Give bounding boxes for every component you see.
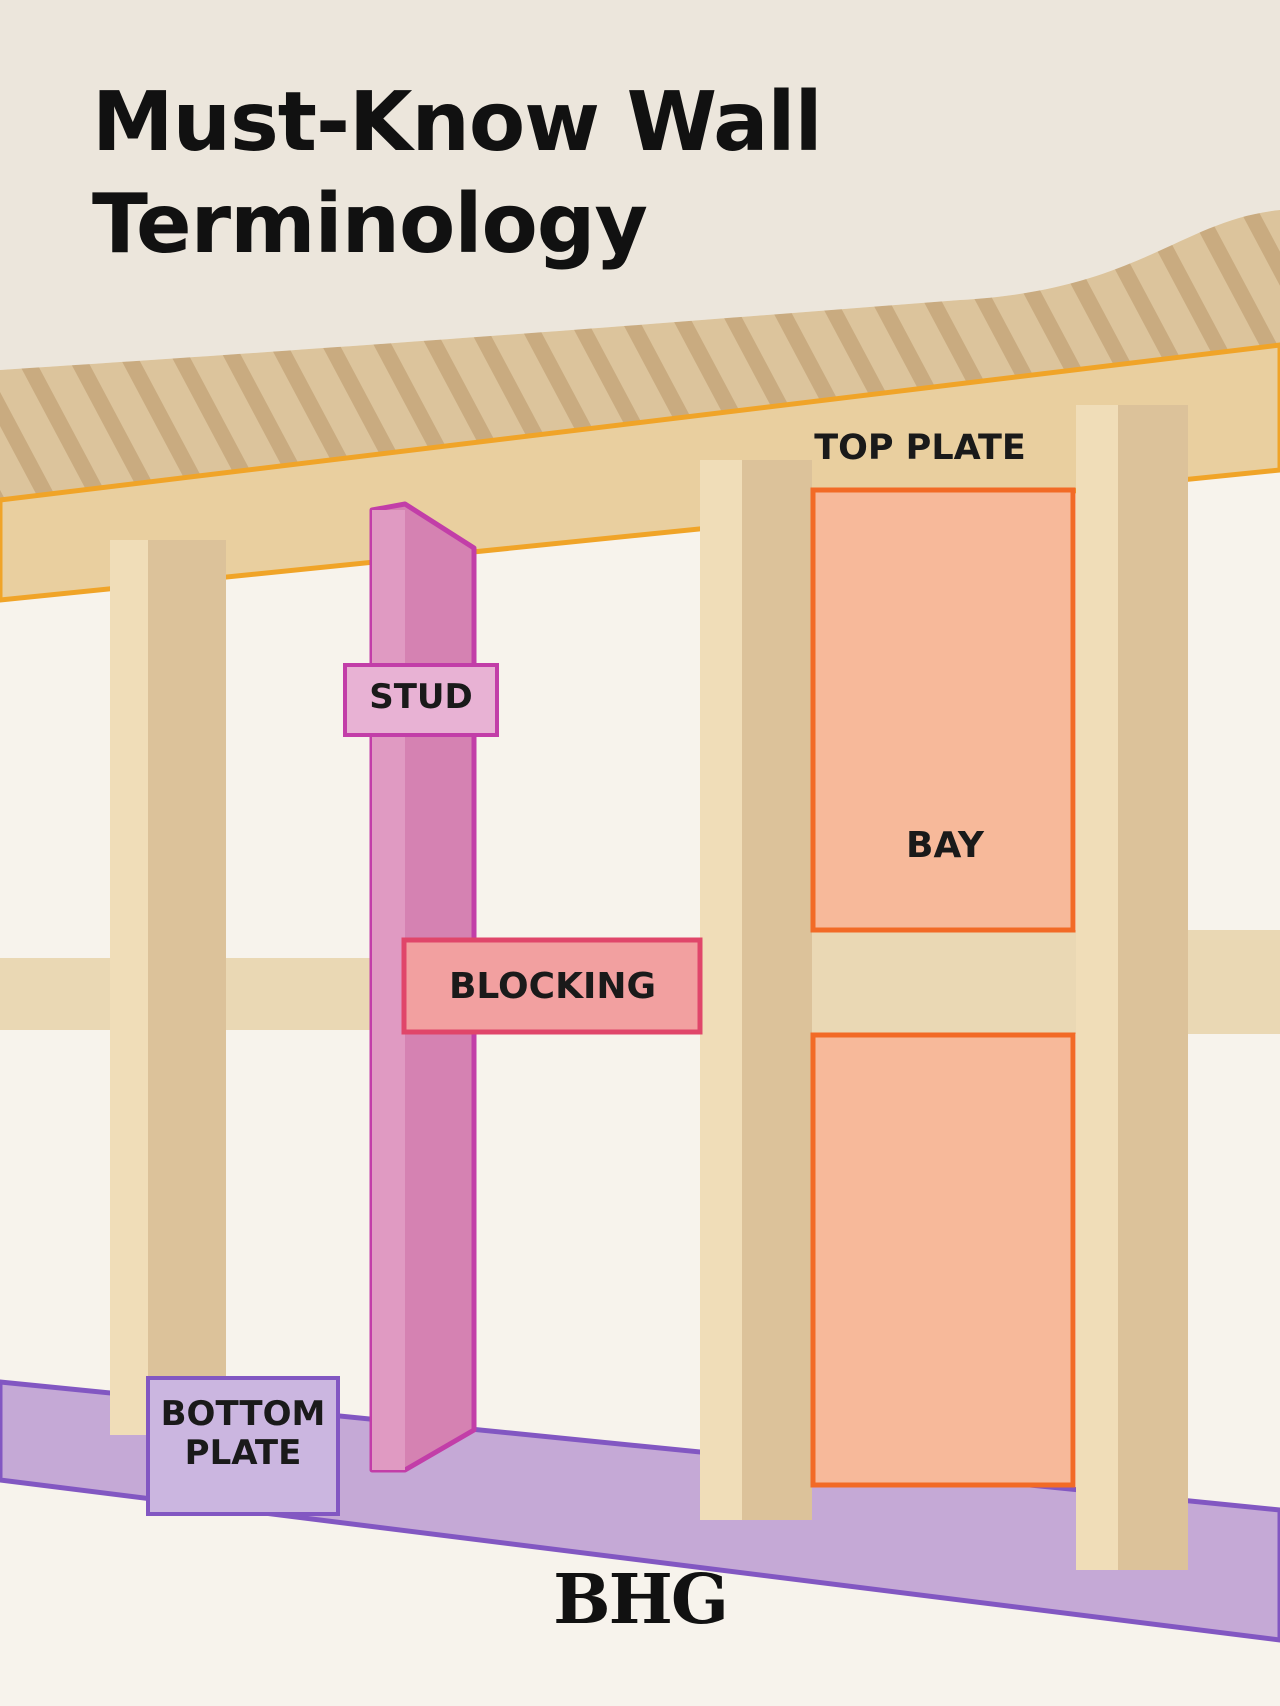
blocking-board-right — [748, 930, 1280, 1034]
bay-label: BAY — [870, 825, 1020, 866]
stud-1 — [110, 540, 226, 1435]
page-title: Must-Know Wall Terminology — [92, 72, 822, 276]
bay-lower — [813, 1035, 1073, 1485]
blocking-label: BLOCKING — [420, 966, 685, 1007]
bottom-plate-label-line-1: BOTTOM — [161, 1394, 326, 1434]
top-plate-label: TOP PLATE — [800, 428, 1040, 468]
stud-3 — [700, 460, 812, 1520]
title-line-2: Terminology — [92, 177, 647, 272]
stud-4 — [1076, 405, 1188, 1570]
brand-logo: BHG — [520, 1560, 760, 1640]
stud-label: STUD — [345, 678, 497, 717]
bottom-plate-label-line-2: PLATE — [185, 1433, 302, 1473]
bottom-plate-label: BOTTOM PLATE — [148, 1395, 338, 1473]
title-line-1: Must-Know Wall — [92, 75, 822, 170]
